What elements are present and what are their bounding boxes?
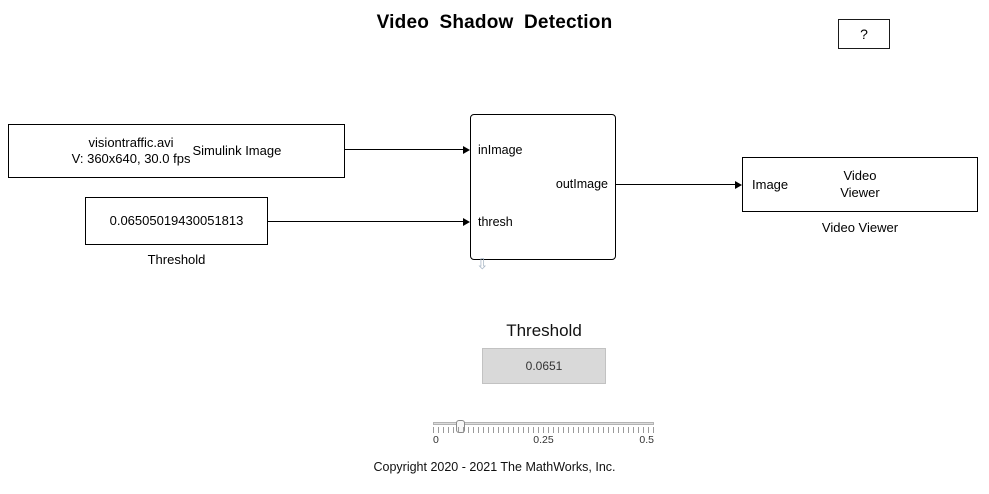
help-button[interactable]: ? [838,19,890,49]
slider-labels: 0 0.25 0.5 [433,434,654,446]
source-filename: visiontraffic.avi [88,134,174,150]
source-block[interactable]: visiontraffic.avi V: 360x640, 30.0 fps S… [8,124,345,178]
question-mark-icon: ? [860,26,868,42]
source-format: V: 360x640, 30.0 fps [71,151,191,166]
signal-arrowhead-icon [463,218,470,226]
source-block-content: visiontraffic.avi V: 360x640, 30.0 fps S… [9,125,344,177]
signal-line-output [616,184,735,185]
threshold-slider: 0 0.25 0.5 [433,420,654,446]
source-file-info: visiontraffic.avi V: 360x640, 30.0 fps [72,135,191,168]
threshold-value-display[interactable]: 0.0651 [482,348,606,384]
viewer-block-label: Video Viewer [821,220,899,235]
port-label-outimage: outImage [555,177,608,191]
copyright-text: Copyright 2020 - 2021 The MathWorks, Inc… [373,460,616,474]
viewer-port-label: Image [752,176,789,192]
port-label-thresh: thresh [478,215,513,229]
model-title: Video Shadow Detection [376,12,613,33]
threshold-constant-block[interactable]: 0.06505019430051813 [85,197,268,245]
control-heading: Threshold [506,321,582,340]
source-block-name: Simulink Image [192,142,282,158]
threshold-constant-value: 0.06505019430051813 [109,212,244,228]
navigate-down-icon[interactable]: ⇩ [476,256,489,273]
viewer-block-text: Video Viewer [743,158,977,211]
signal-line-image [345,149,464,150]
viewer-name-line1: Video [843,168,877,184]
slider-ticks [433,427,654,433]
slider-label-max: 0.5 [639,434,654,446]
threshold-block-label: Threshold [147,252,206,267]
signal-arrowhead-icon [735,181,742,189]
threshold-display-value: 0.0651 [525,359,563,373]
slider-track[interactable] [433,420,654,433]
video-viewer-block[interactable]: Image Video Viewer [742,157,978,212]
shadow-detection-subsystem-block[interactable]: inImage thresh outImage ⇩ [470,114,616,272]
port-label-inimage: inImage [478,143,523,157]
viewer-name-line2: Viewer [840,184,880,200]
signal-arrowhead-icon [463,146,470,154]
slider-label-mid: 0.25 [533,434,554,446]
slider-label-min: 0 [433,434,439,446]
signal-line-threshold [268,221,464,222]
